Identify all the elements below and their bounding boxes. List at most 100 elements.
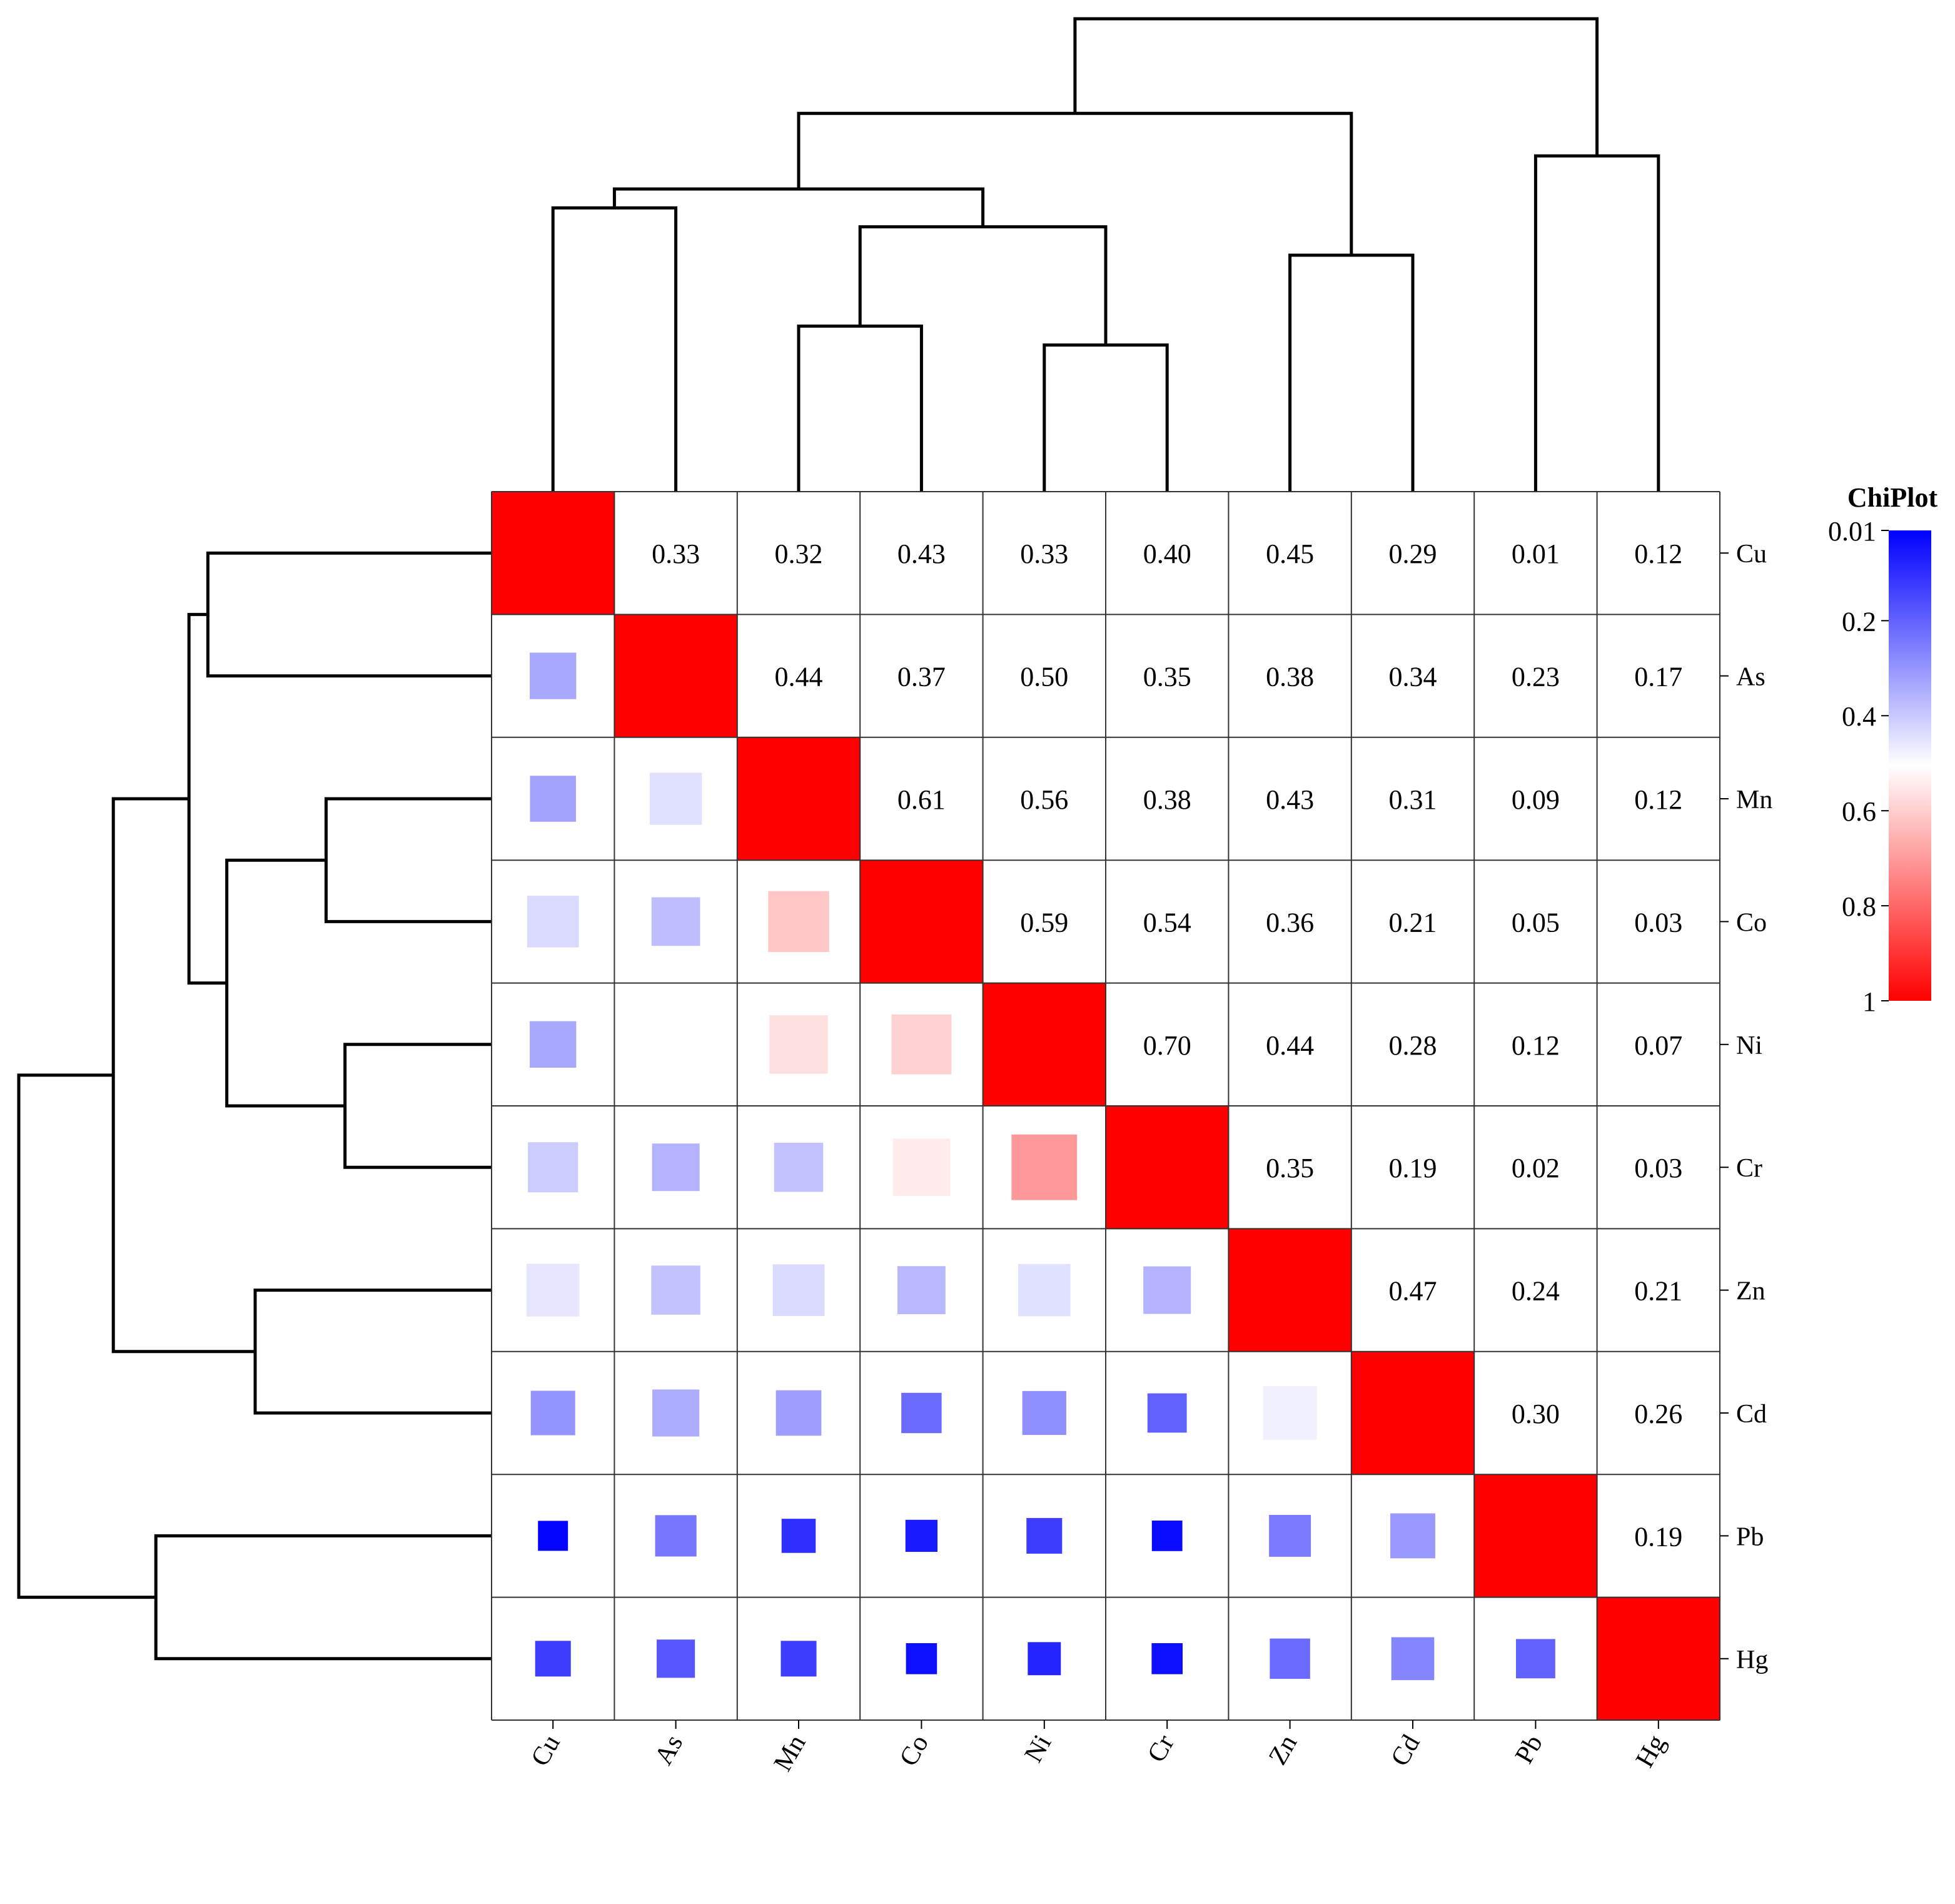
cell-value-Cu-Ni: 0.33: [1020, 539, 1068, 569]
cell-value-Ni-Cd: 0.28: [1389, 1030, 1437, 1061]
cell-square-Ni-As: [648, 1016, 704, 1072]
cell-square-Cd-Cr: [1147, 1393, 1187, 1433]
cell-square-Hg-Cu: [535, 1641, 571, 1677]
cell-square-Pb-Cr: [1151, 1521, 1183, 1551]
cell-value-As-Pb: 0.23: [1512, 662, 1560, 692]
cell-square-Zn-Cr: [1143, 1266, 1191, 1314]
row-dendrogram: [17, 551, 492, 1661]
row-label-Pb: Pb: [1736, 1522, 1764, 1551]
heatmap-grid: [491, 491, 1720, 1721]
diagonal-cell-Co: [860, 860, 983, 983]
cell-square-Zn-Cu: [527, 1263, 580, 1317]
cell-square-Pb-Ni: [1026, 1517, 1063, 1554]
cell-value-Mn-Cr: 0.38: [1143, 784, 1191, 815]
cell-value-Cu-Co: 0.43: [897, 539, 946, 569]
cell-value-Co-Cr: 0.54: [1143, 907, 1191, 938]
row-label-Cu: Cu: [1736, 540, 1767, 569]
cell-square-Cr-Co: [892, 1138, 951, 1197]
row-label-Ni: Ni: [1736, 1031, 1762, 1060]
cell-value-Cr-Pb: 0.02: [1512, 1153, 1560, 1183]
cell-value-Cu-Pb: 0.01: [1512, 539, 1560, 569]
cell-value-As-Mn: 0.44: [775, 662, 823, 692]
cell-value-Mn-Cd: 0.31: [1389, 784, 1437, 815]
cell-square-Hg-Zn: [1270, 1638, 1310, 1679]
cell-value-Co-Hg: 0.03: [1634, 907, 1682, 938]
cell-square-Hg-Co: [906, 1643, 937, 1674]
cell-value-Cu-Cr: 0.40: [1143, 539, 1191, 569]
diagonal-cell-Cr: [1106, 1106, 1229, 1229]
legend-tick-label: 0.01: [1828, 516, 1876, 547]
cell-square-As-Cu: [530, 652, 577, 699]
cell-square-Cd-As: [652, 1389, 700, 1437]
cell-square-Hg-Pb: [1515, 1639, 1555, 1679]
cell-square-Pb-Cu: [538, 1521, 568, 1551]
cell-value-Cu-Mn: 0.32: [775, 539, 823, 569]
row-label-As: As: [1736, 663, 1766, 692]
diagonal-cell-Pb: [1474, 1474, 1597, 1598]
row-label-Hg: Hg: [1736, 1646, 1768, 1674]
cell-square-Mn-Cu: [530, 776, 576, 822]
legend-title: ChiPlot: [1847, 482, 1938, 513]
cell-value-Mn-Pb: 0.09: [1512, 784, 1560, 815]
cell-value-As-Co: 0.37: [897, 662, 946, 692]
cell-value-Zn-Pb: 0.24: [1512, 1276, 1560, 1307]
cell-square-Mn-As: [649, 772, 702, 825]
legend-ticks: 0.010.20.40.60.81: [1828, 516, 1889, 1017]
cell-value-Co-Cd: 0.21: [1389, 907, 1437, 938]
cell-value-Ni-Cr: 0.70: [1143, 1030, 1191, 1061]
cell-square-Cr-Cu: [528, 1142, 578, 1193]
cell-square-Hg-As: [657, 1639, 695, 1678]
cell-square-Co-Mn: [768, 891, 829, 953]
cell-value-Ni-Pb: 0.12: [1512, 1030, 1560, 1061]
cell-value-Zn-Cd: 0.47: [1389, 1276, 1437, 1307]
row-label-Mn: Mn: [1736, 786, 1772, 814]
legend-colorbar: [1889, 530, 1931, 1001]
cell-value-Pb-Hg: 0.19: [1634, 1521, 1682, 1552]
row-label-Cd: Cd: [1736, 1400, 1767, 1429]
cell-value-Cd-Pb: 0.30: [1512, 1399, 1560, 1429]
cell-square-Pb-As: [655, 1515, 697, 1557]
diagonal-cell-Hg: [1597, 1597, 1720, 1720]
color-legend: ChiPlot 0.010.20.40.60.81: [1828, 482, 1937, 1017]
cell-value-As-Hg: 0.17: [1634, 662, 1682, 692]
cell-value-Mn-Co: 0.61: [897, 784, 946, 815]
cell-square-Ni-Co: [891, 1014, 952, 1075]
row-label-Co: Co: [1736, 908, 1767, 937]
cell-value-Ni-Hg: 0.07: [1634, 1030, 1682, 1061]
cell-square-Hg-Cd: [1391, 1637, 1435, 1681]
legend-tick-label: 0.4: [1842, 701, 1876, 732]
cell-square-Cr-As: [652, 1143, 700, 1192]
cell-square-Hg-Cr: [1151, 1643, 1183, 1674]
cell-value-Zn-Hg: 0.21: [1634, 1276, 1682, 1307]
legend-tick-label: 0.6: [1842, 796, 1876, 827]
diagonal-cell-Mn: [737, 737, 861, 861]
cell-square-Co-Cu: [527, 896, 579, 948]
row-label-Cr: Cr: [1736, 1154, 1762, 1183]
row-label-Zn: Zn: [1736, 1277, 1766, 1306]
cell-value-Mn-Ni: 0.56: [1020, 784, 1068, 815]
column-dendrogram: [551, 17, 1660, 492]
cell-square-Pb-Mn: [781, 1519, 816, 1553]
cell-value-Cu-As: 0.33: [652, 539, 700, 569]
cell-value-Co-Pb: 0.05: [1512, 907, 1560, 938]
cell-value-As-Ni: 0.50: [1020, 662, 1068, 692]
cell-value-As-Zn: 0.38: [1266, 662, 1314, 692]
diagonal-cell-Zn: [1228, 1228, 1351, 1352]
diagonal-cell-Cu: [492, 492, 615, 615]
cell-value-Co-Zn: 0.36: [1266, 907, 1314, 938]
cell-square-Pb-Zn: [1269, 1514, 1311, 1557]
cell-value-Ni-Zn: 0.44: [1266, 1030, 1314, 1061]
cell-square-Pb-Cd: [1390, 1513, 1435, 1559]
diagonal-cell-Cd: [1351, 1351, 1475, 1475]
row-dendrogram-branch: [17, 1073, 156, 1599]
cell-value-Cu-Cd: 0.29: [1389, 539, 1437, 569]
cell-square-Cd-Mn: [775, 1390, 822, 1436]
cell-square-Zn-As: [651, 1265, 700, 1315]
cell-square-Ni-Mn: [769, 1015, 828, 1074]
cell-square-Pb-Co: [905, 1519, 938, 1552]
cell-square-Zn-Mn: [772, 1264, 825, 1316]
cell-square-Zn-Co: [897, 1266, 946, 1315]
